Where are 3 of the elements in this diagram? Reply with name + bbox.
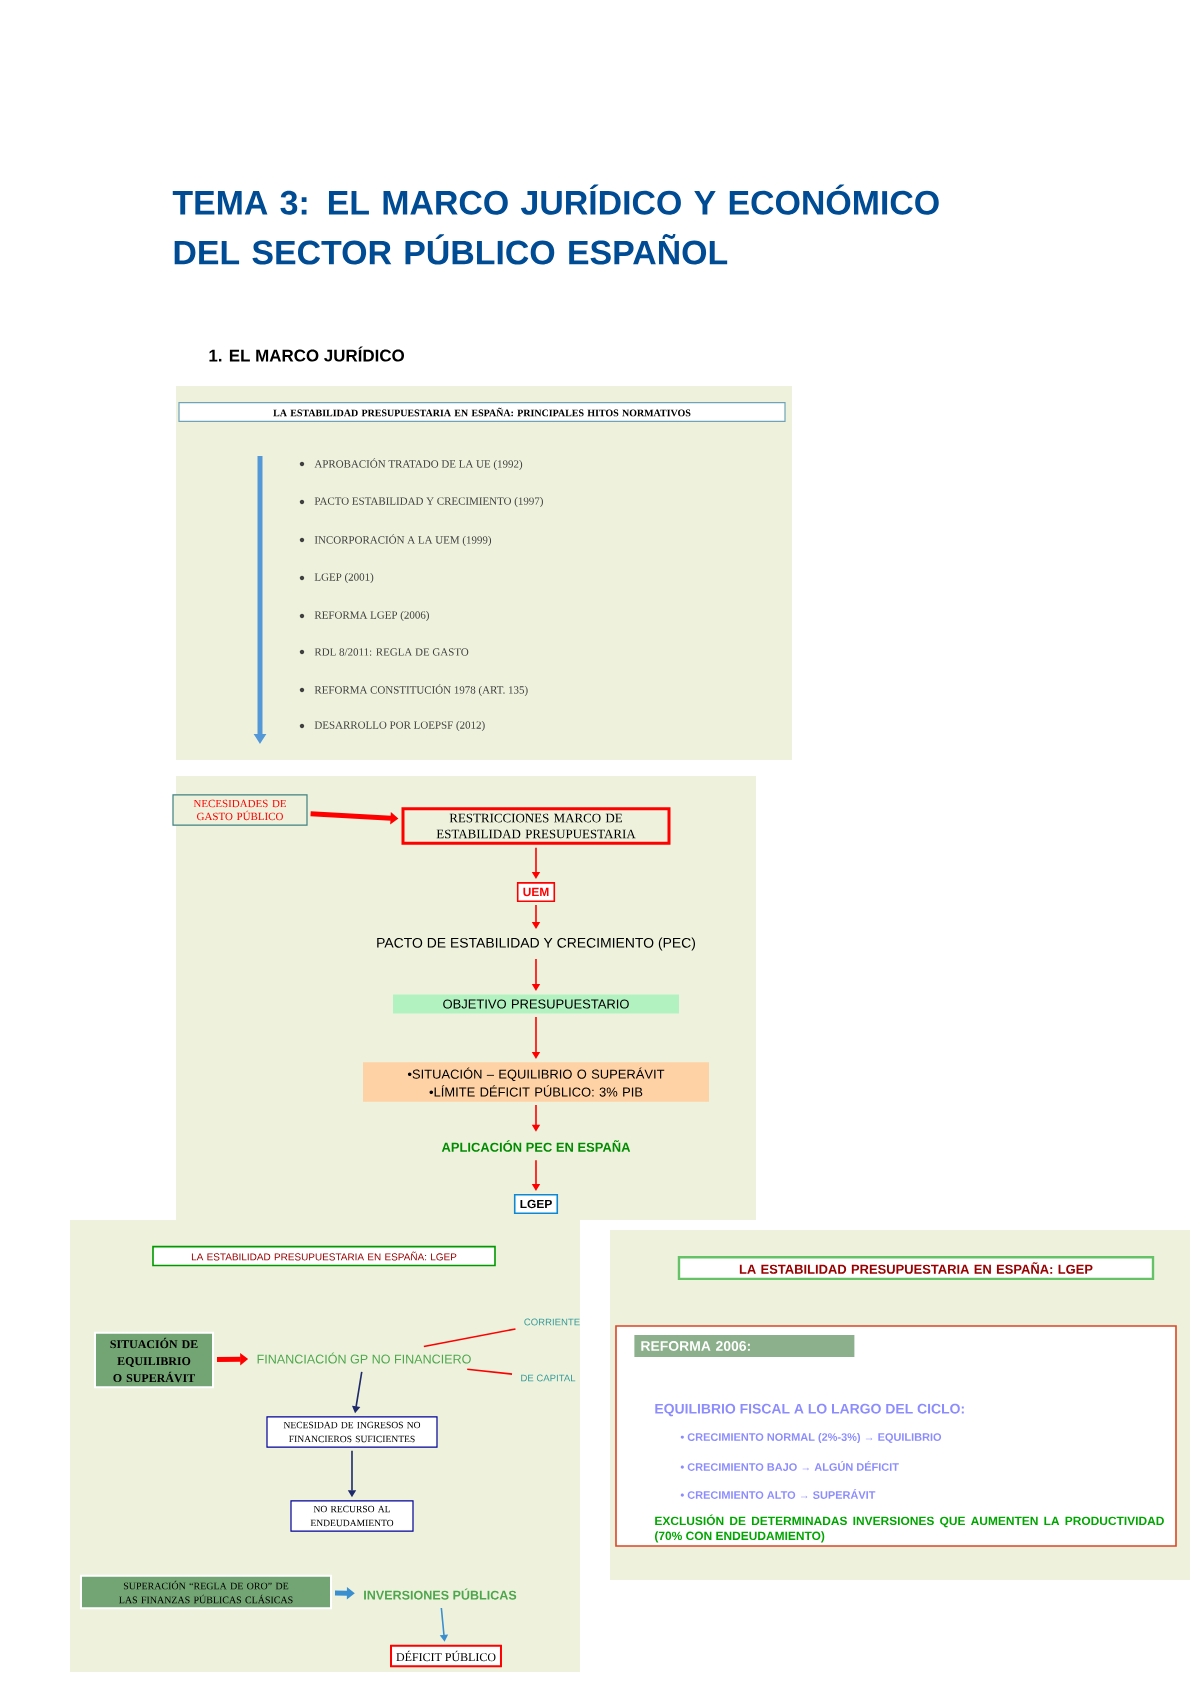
- reform-box: [615, 1325, 1177, 1547]
- title: TEMA 3: EL MARCO JURÍDICO Y ECONÓMICO DEL SECTOR PÚBLICO ESPAÑOL: [172, 184, 939, 265]
- section-heading: 1. EL MARCO JURÍDICO: [209, 346, 405, 362]
